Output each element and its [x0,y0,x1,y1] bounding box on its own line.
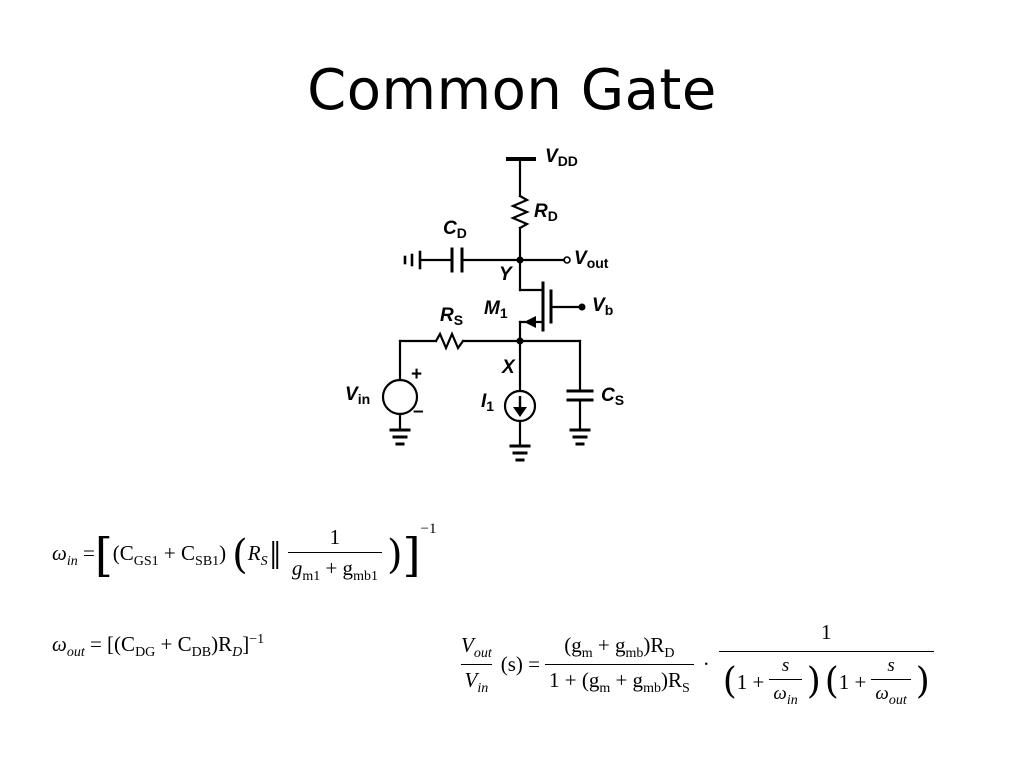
m1-label: M1 [484,298,508,321]
vb-label: Vb [592,295,614,318]
i1-label: I1 [481,391,495,414]
rs-label: RS [440,305,464,328]
slide-title: Common Gate [307,58,717,123]
cs-label: CS [601,385,625,408]
vin-label: Vin [345,384,371,407]
m1-source-arrow [524,316,536,328]
y-node-label: Y [499,264,512,285]
node-x-dot [516,337,524,345]
omega-out-equation: ωout = [(CDG + CDB)RD]−1 [52,632,265,660]
i1-arrow-head [513,407,527,417]
rd-label: RD [534,201,558,224]
vb-terminal [578,303,586,311]
omega-in-equation: ωin = [ (CGS1 + CSB1) ( RS ‖ 1 gm1 + gmb… [52,521,437,584]
x-node-label: X [502,357,515,378]
cd-label: CD [443,218,467,241]
rs-resistor [434,331,465,351]
node-y-dot [516,256,524,264]
vout-terminal [563,256,571,264]
rd-resistor [510,194,530,230]
transfer-function-equation: Vout Vin (s) = (gm + gmb)RD 1 + (gm + gm… [452,620,939,709]
vout-label: Vout [574,248,609,271]
vin-plus-label: + [411,364,423,385]
vin-minus-label: – [413,401,424,422]
vdd-label: VDD [545,146,578,169]
